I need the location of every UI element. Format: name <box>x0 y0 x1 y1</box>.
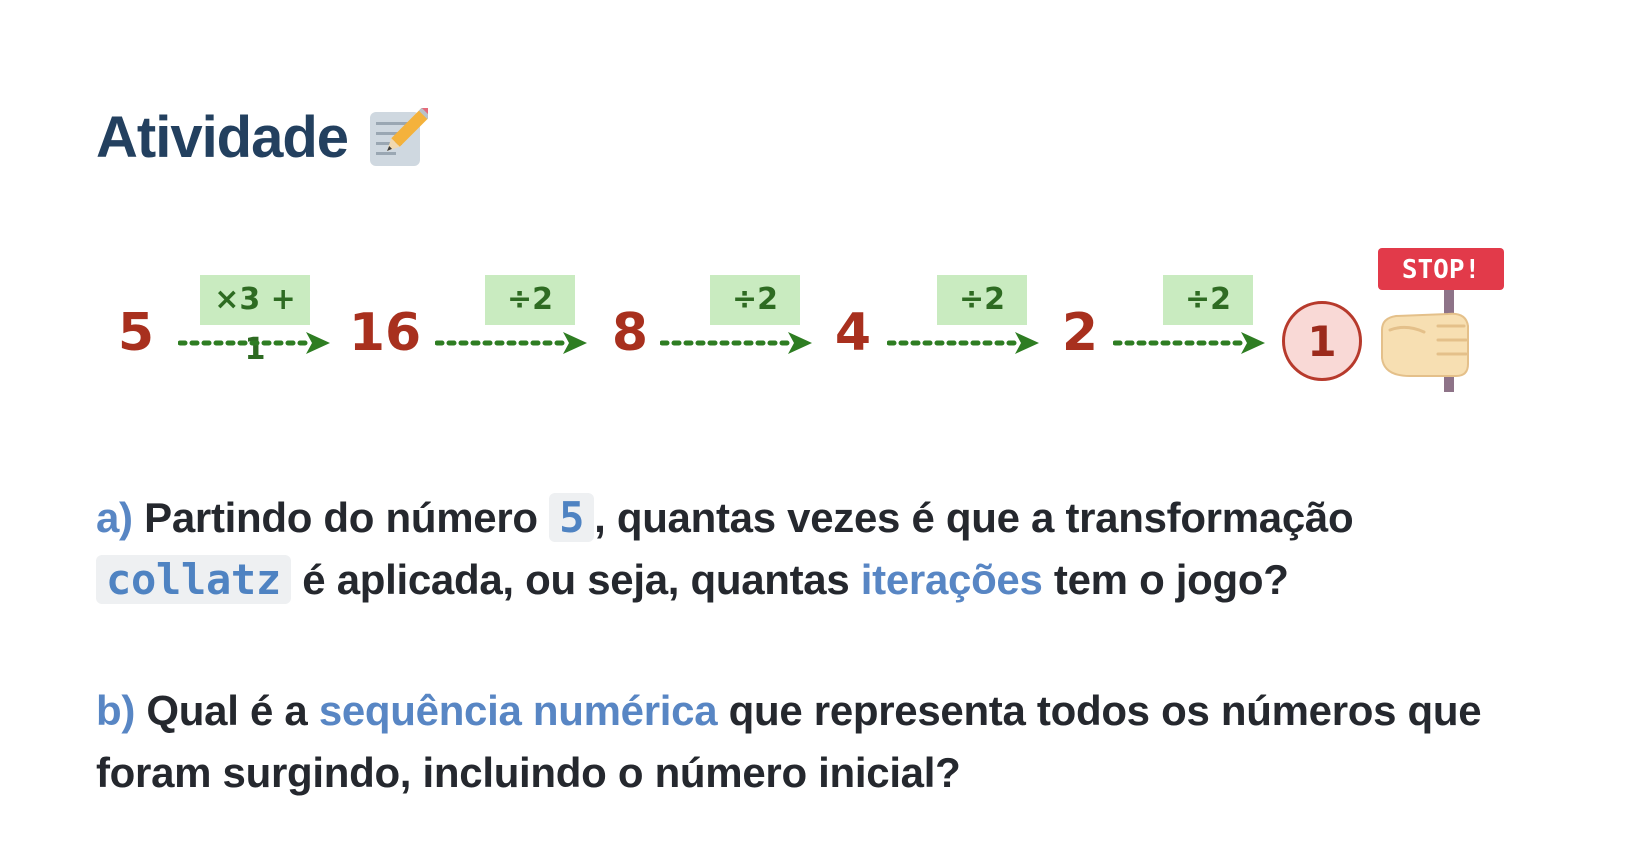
operation-badge: ÷2 <box>1163 275 1253 325</box>
stop-sign-hand-icon: STOP! <box>1378 248 1504 392</box>
highlighted-term: sequência numérica <box>318 687 718 734</box>
dotted-arrow-icon <box>178 332 330 354</box>
dotted-arrow-icon <box>435 332 587 354</box>
operation-badge: ÷2 <box>937 275 1027 325</box>
memo-pencil-icon <box>370 108 429 166</box>
question-a-text: , quantas vezes é que a transformação <box>594 494 1354 541</box>
dotted-arrow-icon <box>1113 332 1265 354</box>
dotted-arrow-icon <box>660 332 812 354</box>
sequence-number: 8 <box>611 303 649 363</box>
highlighted-term: iterações <box>860 556 1043 603</box>
operation-badge: ÷2 <box>710 275 800 325</box>
sequence-number: 5 <box>117 303 155 363</box>
inline-code: 5 <box>549 493 595 542</box>
question-a-text: é aplicada, ou seja, quantas <box>302 556 850 603</box>
stop-sign-label: STOP! <box>1402 255 1480 285</box>
operation-badge: ÷2 <box>485 275 575 325</box>
question-b: b) Qual é a sequência numérica que repre… <box>96 680 1576 804</box>
question-b-text: que representa todos os números que fora… <box>96 687 1482 796</box>
final-number: 1 <box>1307 316 1337 366</box>
question-a-text: tem o jogo? <box>1053 556 1289 603</box>
collatz-diagram: 5 16 8 4 2 ×3 + 1 ÷2 ÷2 ÷2 ÷2 1 STOP! <box>0 0 1638 420</box>
sequence-number: 4 <box>834 303 872 363</box>
sequence-number: 2 <box>1061 303 1099 363</box>
inline-code: collatz <box>96 555 291 604</box>
title-text: Atividade <box>96 105 349 170</box>
question-a-label: a) <box>96 494 133 541</box>
dotted-arrow-icon <box>887 332 1039 354</box>
question-a-text: Partindo do número <box>144 494 538 541</box>
final-number-circle: 1 <box>1282 301 1362 381</box>
question-a: a) Partindo do número 5, quantas vezes é… <box>96 487 1576 611</box>
question-b-text: Qual é a <box>146 687 308 734</box>
sequence-number: 16 <box>348 303 422 363</box>
operation-badge: ×3 + 1 <box>200 275 310 367</box>
question-b-label: b) <box>96 687 136 734</box>
page-title: Atividade <box>96 105 429 170</box>
